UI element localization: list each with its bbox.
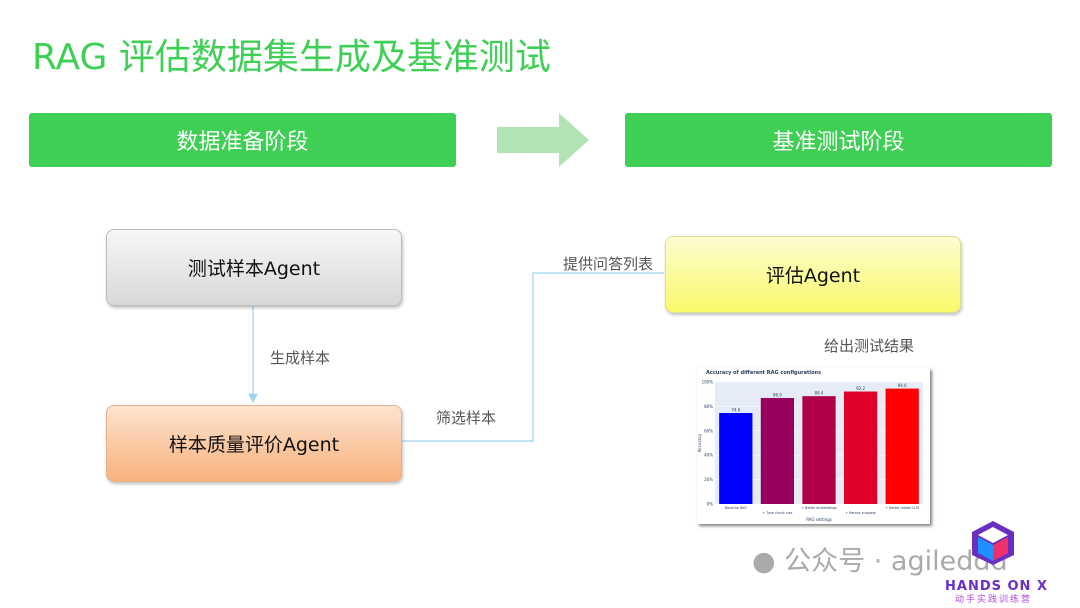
arrow-right-icon [497, 113, 589, 167]
watermark-text: 公众号 · agileddd [784, 546, 1008, 577]
bar [885, 388, 919, 504]
label-filter: 筛选样本 [436, 409, 497, 427]
wechat-icon: ● [752, 546, 776, 577]
accuracy-chart: Accuracy of different RAG configurations… [697, 368, 930, 524]
data-label: 74.6 [731, 407, 740, 412]
bar [719, 412, 753, 504]
x-tick-label: Baseline RAG [725, 506, 747, 510]
bar [843, 391, 878, 504]
bar [802, 396, 836, 504]
quality-agent-box: 样本质量评价Agent [106, 405, 402, 482]
data-label: 86.9 [773, 392, 782, 397]
y-tick-label: 80% [704, 404, 713, 409]
data-label: 94.6 [898, 383, 907, 388]
eval-agent-box: 评估Agent [665, 236, 961, 313]
x-tick-label: + Better embeddings [801, 506, 837, 510]
data-label: 88.4 [815, 391, 824, 396]
label-results: 给出测试结果 [824, 337, 915, 355]
hands-on-x-logo [972, 521, 1014, 565]
y-tick-label: 0% [707, 502, 714, 507]
bar [760, 397, 795, 504]
y-tick-label: 40% [704, 453, 713, 458]
logo-subtext: 动手实践训练营 [955, 595, 1033, 605]
x-tick-label: + Rerank snippets [845, 511, 876, 515]
y-tick-label: 100% [702, 380, 714, 385]
x-axis-label: RAG settings [806, 517, 832, 522]
x-tick-label: + Tune chunk size [762, 511, 792, 515]
phase-data-prep: 数据准备阶段 [29, 113, 456, 167]
data-label: 92.2 [856, 386, 865, 391]
sample-agent-box: 测试样本Agent [106, 229, 402, 306]
label-generate: 生成样本 [270, 349, 331, 367]
slide-title: RAG 评估数据集生成及基准测试 [32, 37, 551, 78]
chart-title: Accuracy of different RAG configurations [706, 370, 821, 376]
y-tick-label: 60% [704, 428, 713, 433]
y-axis-label: Accuracy [697, 433, 702, 452]
y-tick-label: 20% [704, 477, 713, 482]
label-provide: 提供问答列表 [563, 255, 654, 273]
x-tick-label: + Better reader LLM [885, 506, 919, 510]
logo-text: HANDS ON X [945, 579, 1048, 594]
phase-benchmark: 基准测试阶段 [625, 113, 1052, 167]
watermark: ● 公众号 · agileddd [752, 547, 1008, 577]
